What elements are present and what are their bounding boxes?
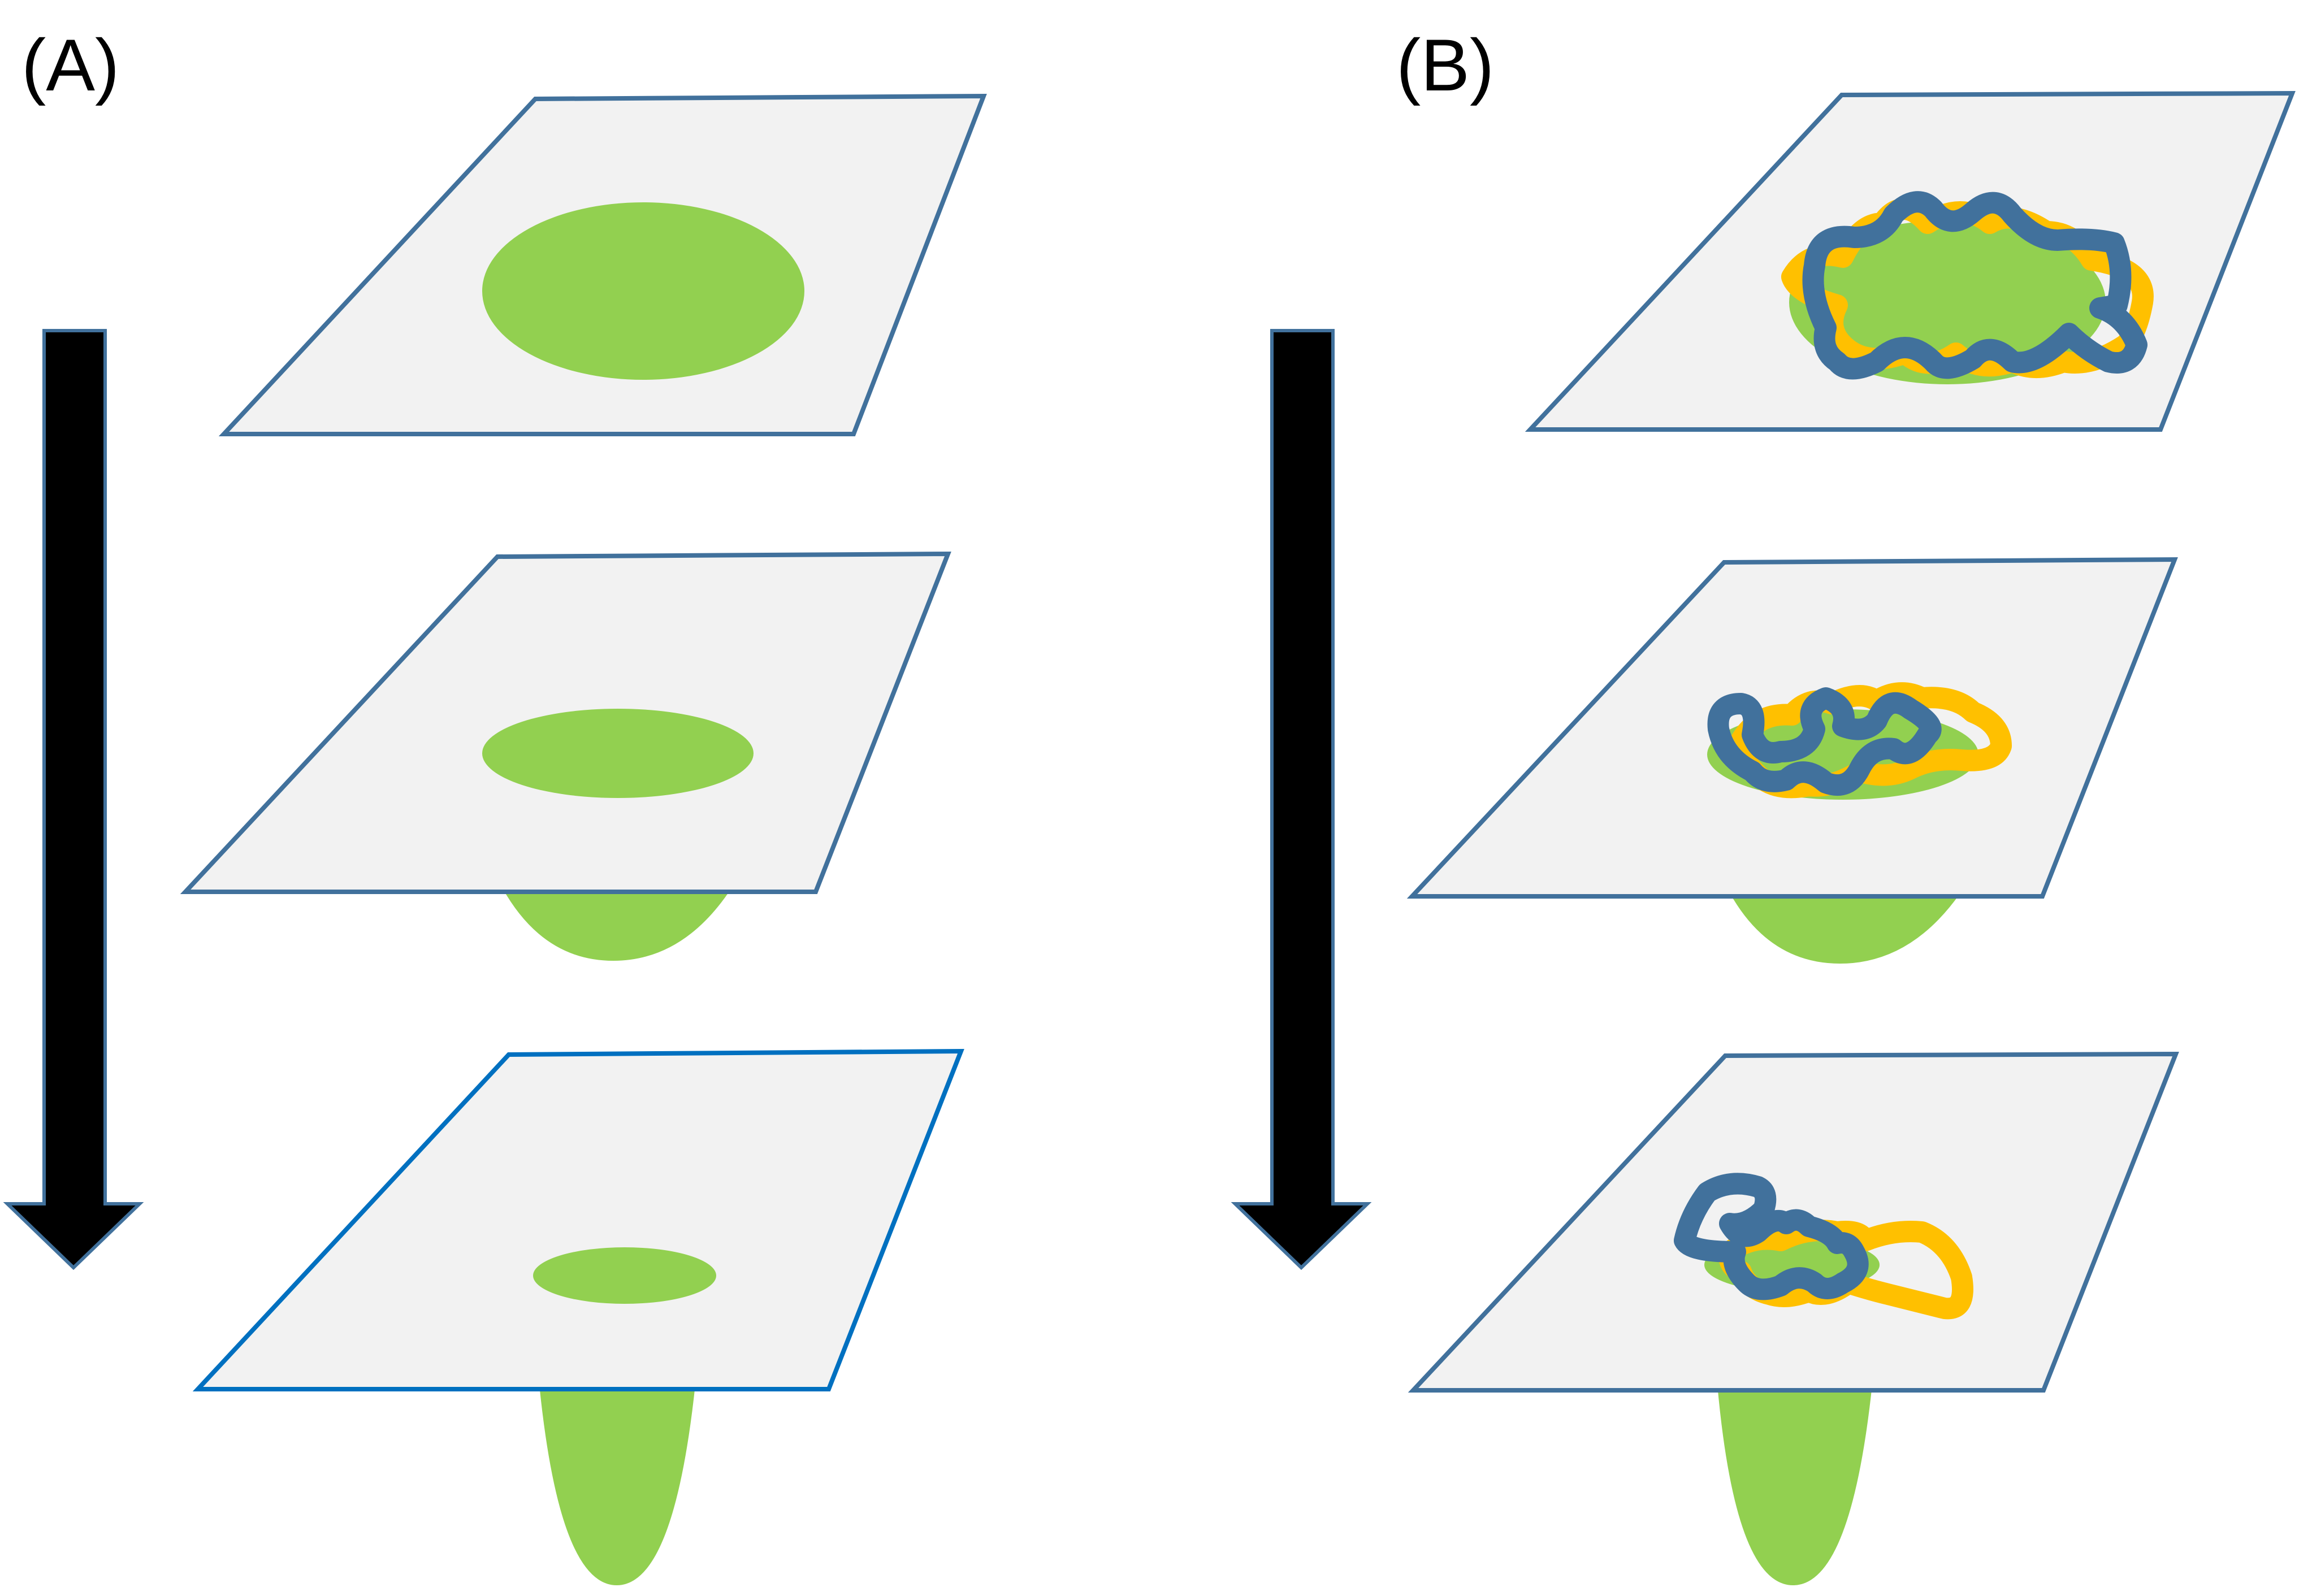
panel-a-well-top <box>482 202 804 380</box>
panel-b-well-top <box>1789 220 2106 384</box>
panel-a-down-arrow <box>3 329 144 1270</box>
panel-b-chain-cluster-bottom <box>1674 1173 1973 1320</box>
panel-a-well-middle <box>482 709 754 798</box>
panel-b-well-middle-bulge <box>1730 893 1960 964</box>
panel-b: (B) <box>1231 24 2296 1585</box>
panel-b-blue-chain-middle <box>1707 687 1942 796</box>
panel-b-label: (B) <box>1396 24 1494 106</box>
panel-a-well-middle-bulge <box>502 887 732 961</box>
panel-a: (A) <box>3 24 987 1585</box>
panel-a-label: (A) <box>21 24 119 106</box>
panel-a-well-bottom <box>533 1247 716 1304</box>
panel-b-chain-cluster-top <box>1781 191 2154 384</box>
panel-a-plane-bottom <box>192 1048 964 1391</box>
panel-b-blue-chain-top <box>1802 191 2148 380</box>
panel-b-blue-chain-bottom <box>1674 1173 1869 1300</box>
panel-b-chain-cluster-middle <box>1707 682 2012 800</box>
panel-a-well-bottom-bulge <box>539 1385 695 1585</box>
panel-b-down-arrow <box>1231 329 1372 1270</box>
panel-b-well-bottom-bulge <box>1717 1385 1872 1585</box>
